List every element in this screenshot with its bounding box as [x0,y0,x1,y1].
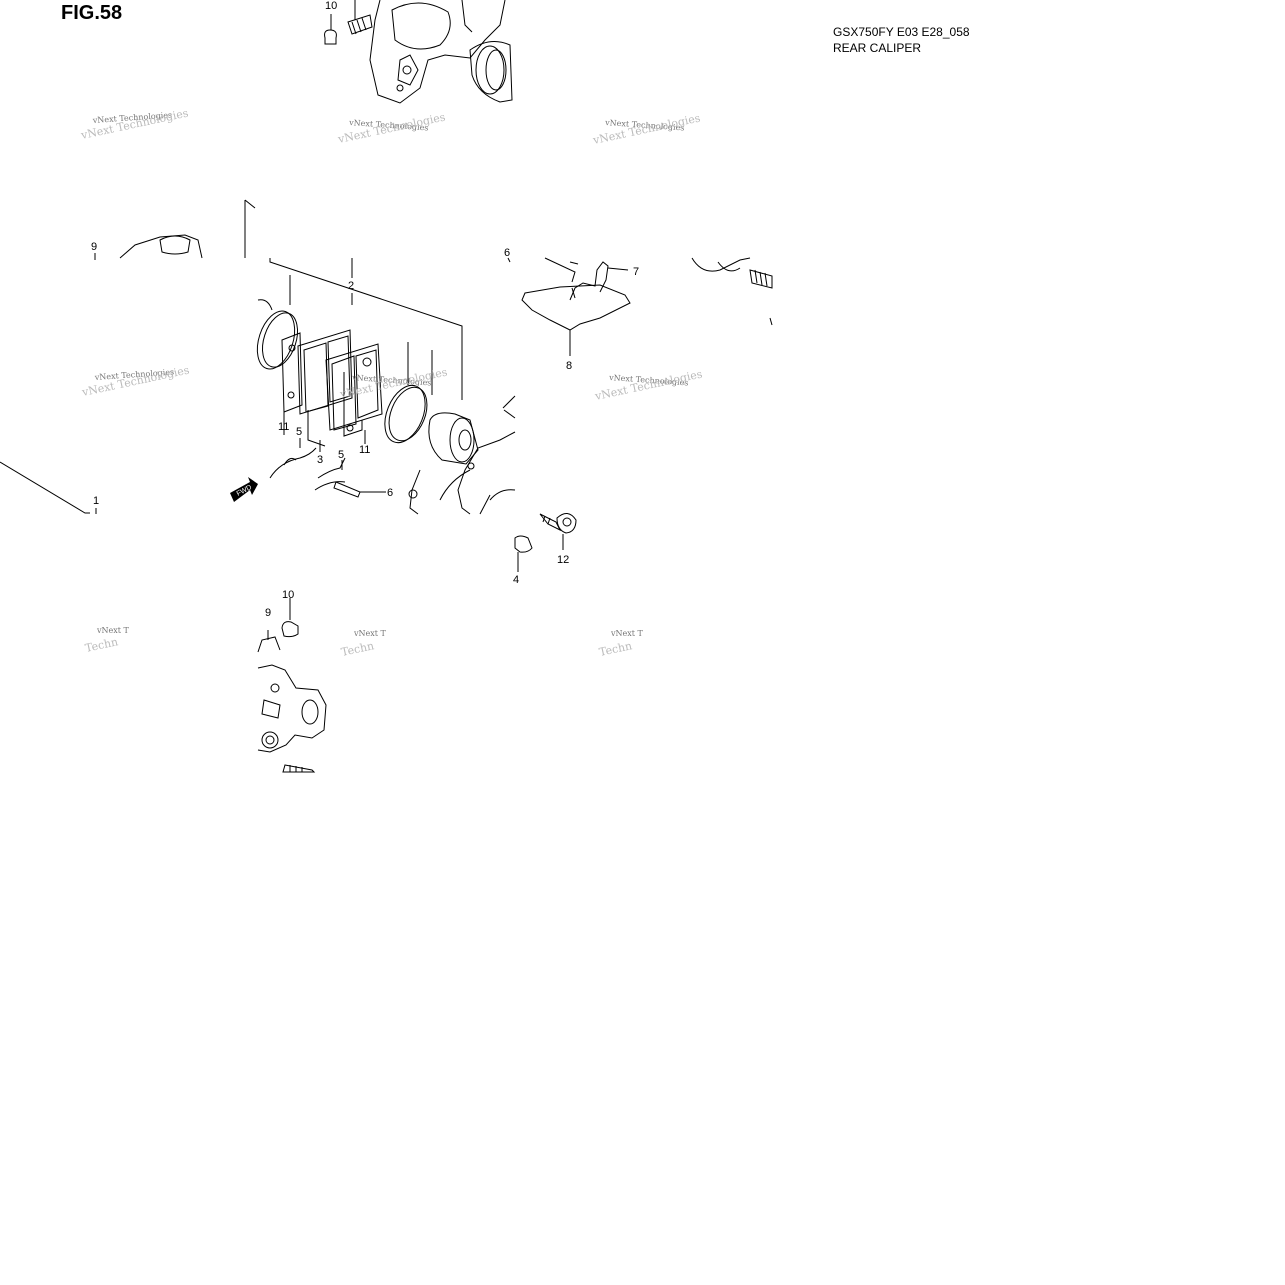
fwd-arrow-icon: FWD [230,477,258,502]
watermark-shadow: vNext Technologies [591,111,702,147]
callout-4: 4 [513,574,519,586]
callout-11-left: 11 [278,421,289,433]
piston [428,412,479,465]
callout-5-left: 5 [296,426,302,438]
callout-1: 1 [93,495,99,507]
watermarks: vNext Technologies vNext Technologies vN… [79,106,704,659]
callout-8: 8 [566,360,572,372]
callout-5-right: 5 [338,449,344,461]
watermark-fragment: vNext T [96,626,130,635]
callout-3: 3 [317,454,323,466]
top-caliper-fragment [324,0,513,104]
callout-7: 7 [633,266,639,278]
fwd-label: FWD [236,484,253,498]
piston-seals [256,299,428,444]
watermark-fragment: vNext T [610,629,644,638]
bottom-caliper-fragment [257,598,327,773]
callout-11-right: 11 [359,444,370,456]
callouts: 10 9 2 6 7 8 11 5 3 5 11 6 1 12 4 10 9 [91,0,639,619]
callout-12: 12 [557,554,569,566]
model-code: GSX750FY E03 E28_058 [833,25,970,39]
bolt-and-plug [514,513,577,572]
callout-10-top: 10 [325,0,337,12]
watermark-shadow: vNext Technologies [336,110,447,146]
diagram-title: REAR CALIPER [833,41,922,55]
callout-10-bottom: 10 [282,589,294,601]
watermark-fragment-shadow: Techn [84,635,119,655]
watermark-fragment: vNext T [353,629,387,638]
pad-springs [269,447,386,498]
callout-9-left: 9 [91,241,97,253]
right-caliper-fragment [691,257,773,326]
watermark-fragment-shadow: Techn [340,639,375,659]
leader-lines [283,257,571,470]
watermark-fragment-shadow: Techn [598,639,633,659]
callout-2: 2 [348,280,354,292]
assembly-frame [244,199,463,400]
pad-retainer [521,257,631,331]
callout-6-bottom: 6 [387,487,393,499]
brake-pads [281,329,383,447]
callout-6-top: 6 [504,247,510,259]
figure-number: FIG.58 [61,2,123,24]
left-caliper-fragment [0,234,203,514]
callout-9-bottom: 9 [265,607,271,619]
caliper-body-partial [408,395,516,515]
